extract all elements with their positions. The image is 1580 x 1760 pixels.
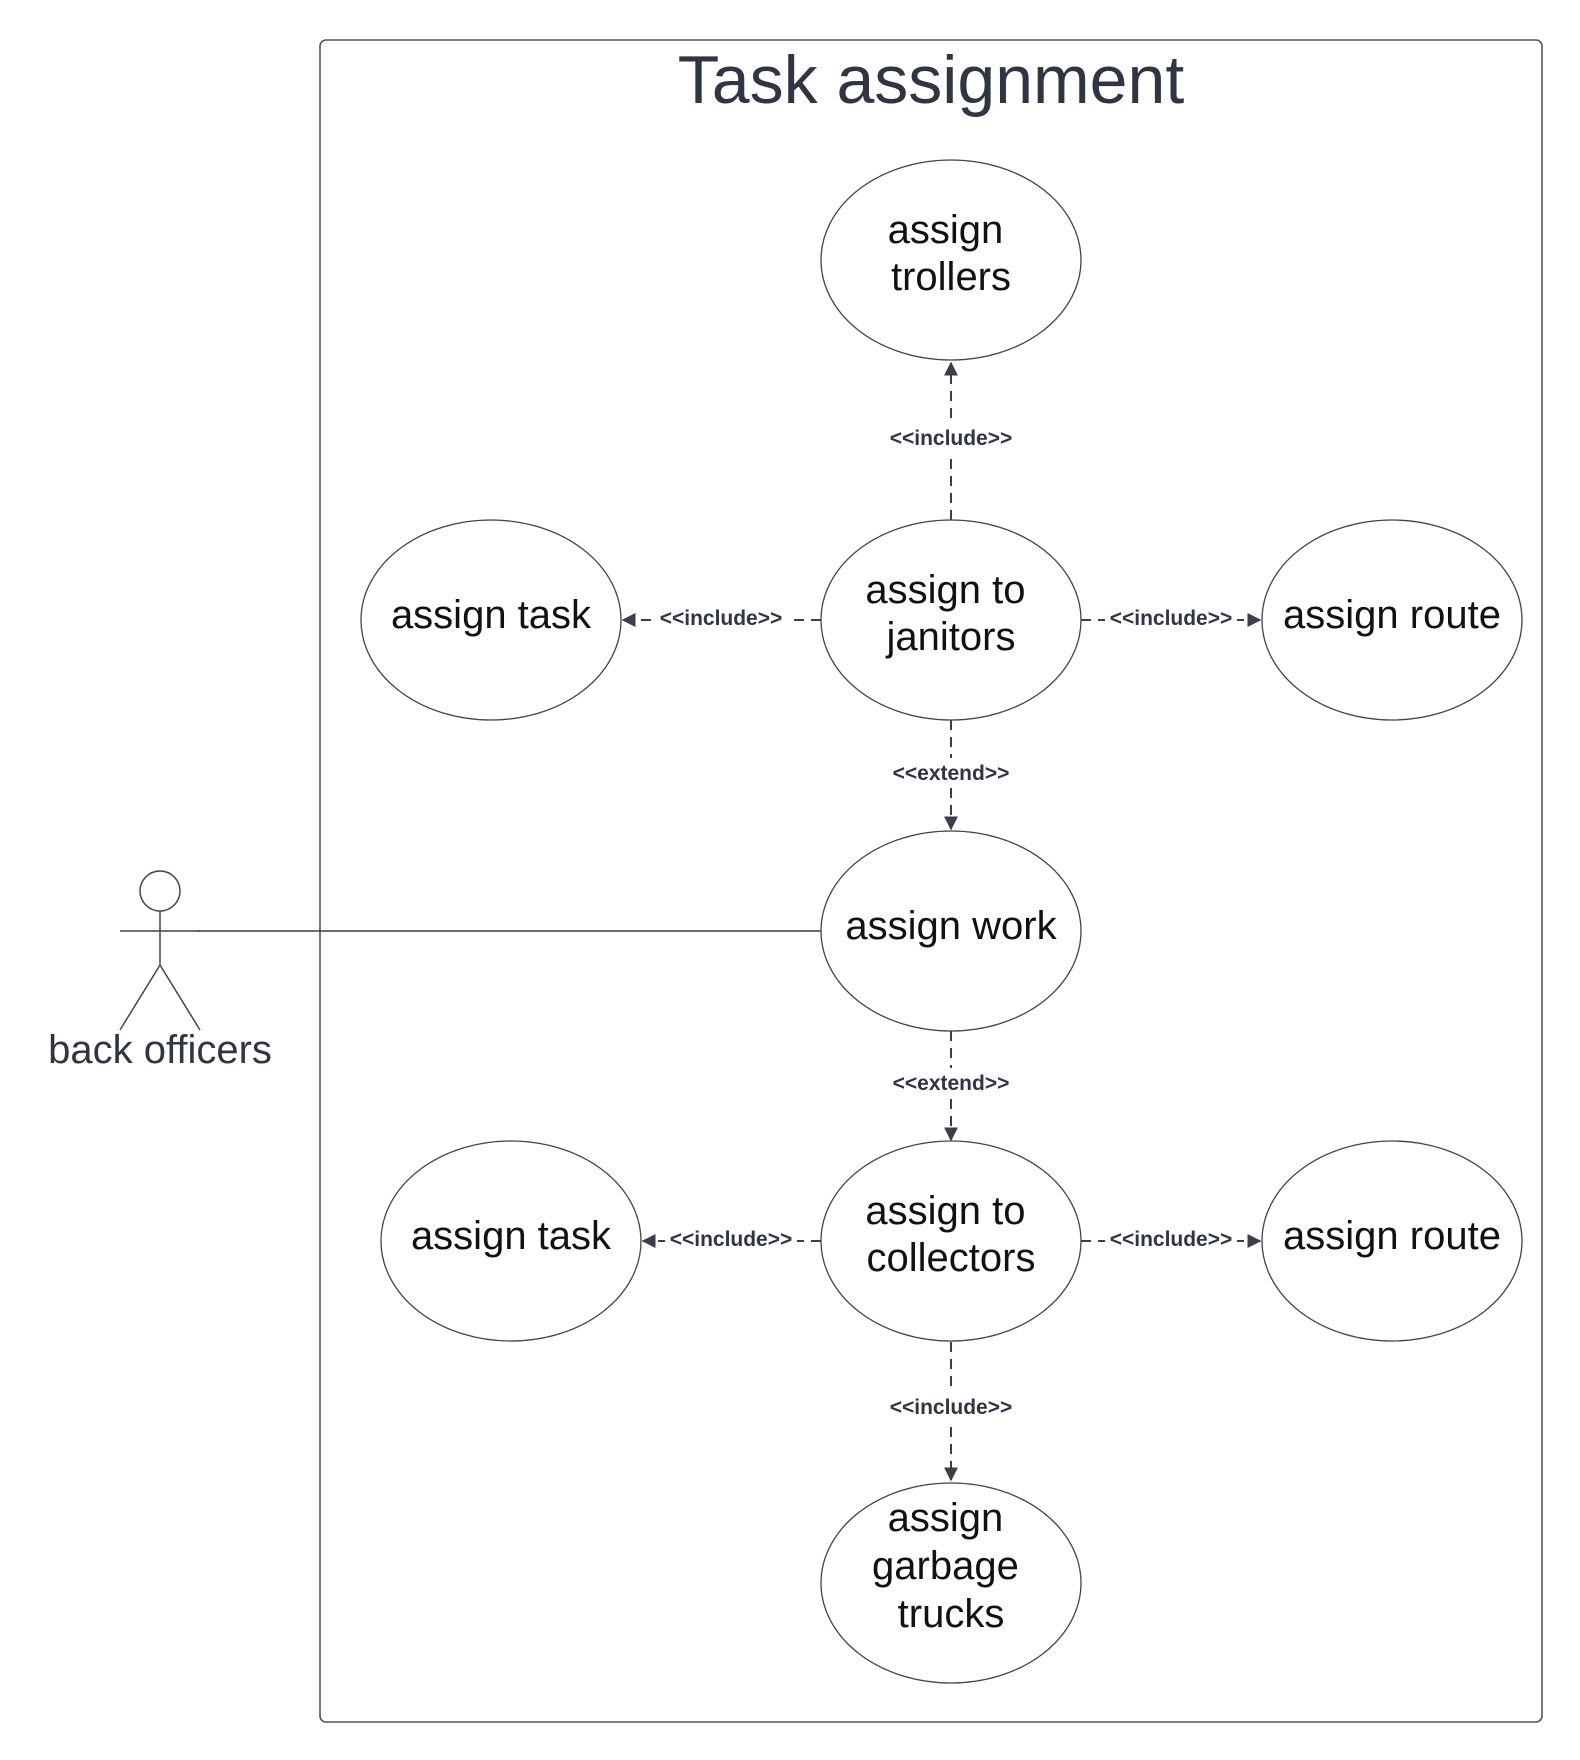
svg-text:<<include>>: <<include>> [1110,1228,1233,1251]
relation-label: <<include>> [665,1225,797,1255]
actor-head [139,870,181,912]
relation-label: <<include>> [884,1392,1018,1422]
relation-label: <<include>> [1105,604,1237,634]
use-case-label: assign garbage trucks [872,1496,1030,1636]
actor-name: back officers [48,1028,272,1072]
use-case-assign-to-collectors[interactable]: assign to collectors [820,1140,1082,1342]
use-case-label: assign task [411,1214,612,1258]
use-case-assign-task-janitors[interactable]: assign task [360,519,622,721]
use-case-label: assign trollers [888,208,1015,299]
relation-label: <<include>> [1105,1225,1237,1255]
svg-text:<<include>>: <<include>> [660,607,783,630]
use-case-label: assign task [391,593,592,637]
use-case-assign-task-collectors[interactable]: assign task [380,1140,642,1342]
actor-right-leg [159,964,201,1031]
svg-text:<<include>>: <<include>> [890,427,1013,450]
actor-back-officers[interactable]: back officers [48,870,272,1072]
svg-text:<<include>>: <<include>> [670,1228,793,1251]
system-boundary [319,39,1543,1723]
use-case-assign-work[interactable]: assign work [820,830,1082,1032]
use-case-label: assign route [1283,1214,1501,1258]
use-case-label: assign to janitors [865,568,1036,659]
svg-text:<<extend>>: <<extend>> [893,762,1010,785]
use-case-label: assign route [1283,593,1501,637]
relation-label: <<include>> [884,423,1018,453]
relation-label: <<include>> [655,604,787,634]
relation-label: <<extend>> [886,758,1016,788]
actor-left-leg [119,964,161,1031]
use-case-assign-route-janitors[interactable]: assign route [1261,519,1523,721]
svg-text:<<include>>: <<include>> [1110,607,1233,630]
use-case-assign-trollers[interactable]: assign trollers [820,159,1082,361]
use-case-assign-to-janitors[interactable]: assign to janitors [820,519,1082,721]
system-title: Task assignment [678,42,1185,118]
use-case-label: assign work [845,904,1057,948]
svg-text:<<include>>: <<include>> [890,1396,1013,1419]
svg-text:<<extend>>: <<extend>> [893,1072,1010,1095]
use-case-label: assign to collectors [865,1189,1036,1280]
use-case-assign-route-collectors[interactable]: assign route [1261,1140,1523,1342]
use-case-assign-garbage-trucks[interactable]: assign garbage trucks [820,1482,1082,1684]
relation-label: <<extend>> [886,1068,1016,1098]
